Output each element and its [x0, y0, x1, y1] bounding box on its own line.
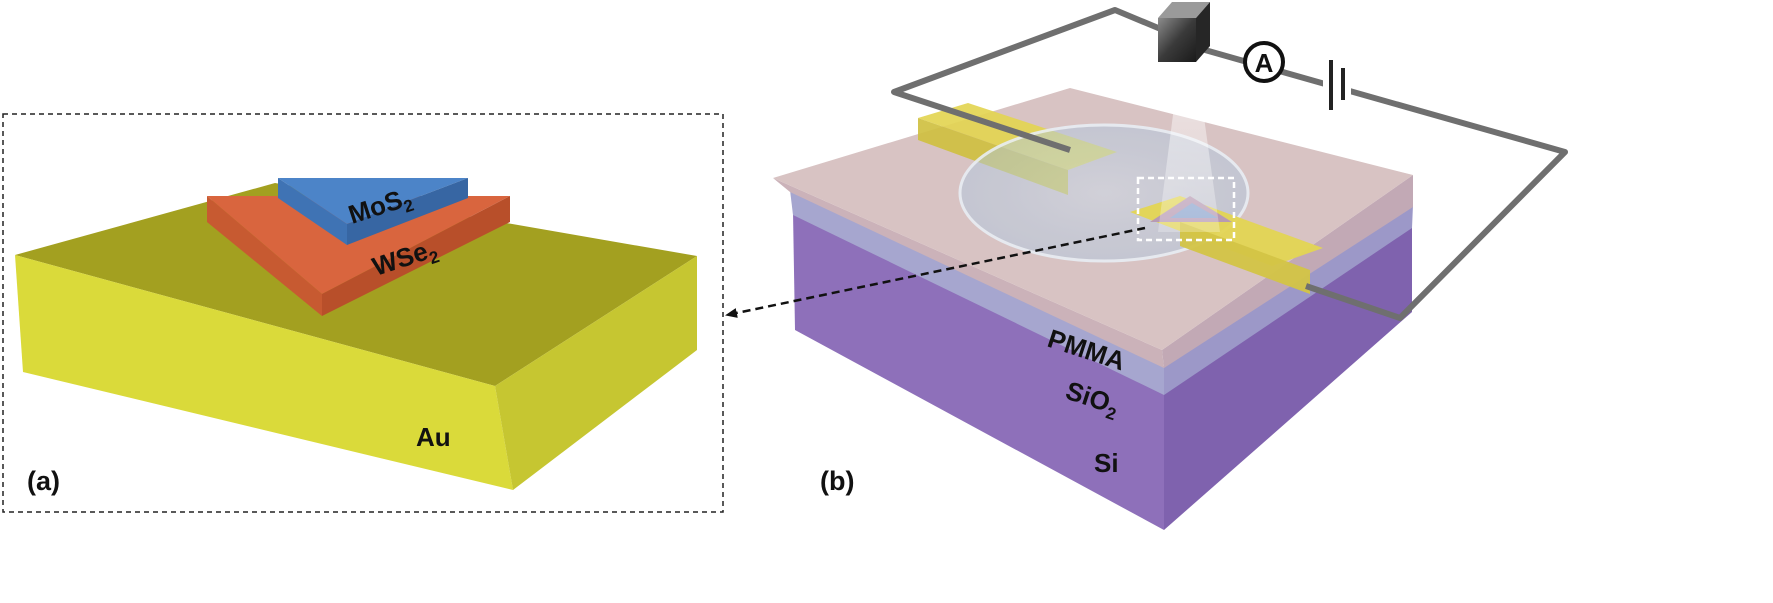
zoom-arrow: [725, 226, 1146, 318]
ammeter-icon: A: [1243, 41, 1285, 83]
circuit-wire: [891, 7, 1165, 153]
wse2-left-face: [207, 196, 322, 316]
panel-a-label: (a): [27, 466, 60, 496]
panel-b: A PMMA SiO2 Si (b): [725, 2, 1568, 530]
mos2-left-face: [278, 178, 347, 245]
si-label: Si: [1094, 448, 1119, 478]
panel-b-label: (b): [820, 466, 854, 496]
pmma-front-face: [773, 178, 1164, 368]
inset-dashed-frame: [2, 113, 724, 513]
ammeter-label: A: [1255, 48, 1274, 78]
light-beam: [1158, 60, 1220, 232]
mos2-right-face: [347, 178, 468, 245]
au-front-face: [15, 255, 513, 490]
electrode-right-front: [1180, 222, 1310, 294]
mos2-flake: [278, 178, 468, 245]
wse2-flake: [207, 196, 510, 316]
wse2-top-face: [207, 196, 510, 294]
wse2-right-face: [322, 196, 510, 316]
zoom-region-box: [1136, 176, 1236, 242]
battery-icon: [1323, 60, 1351, 110]
au-right-face: [495, 256, 697, 490]
au-label: Au: [416, 422, 451, 452]
sio2-right-face: [1164, 205, 1413, 395]
mos2-top-face: [278, 178, 468, 224]
panel-a: MoS2 WSe2 Au (a): [2, 113, 724, 513]
si-front-face: [793, 212, 1164, 530]
circuit-wire-right: [1204, 47, 1568, 321]
probe-head-icon: [1158, 2, 1210, 62]
sio2-front-face: [790, 190, 1164, 395]
